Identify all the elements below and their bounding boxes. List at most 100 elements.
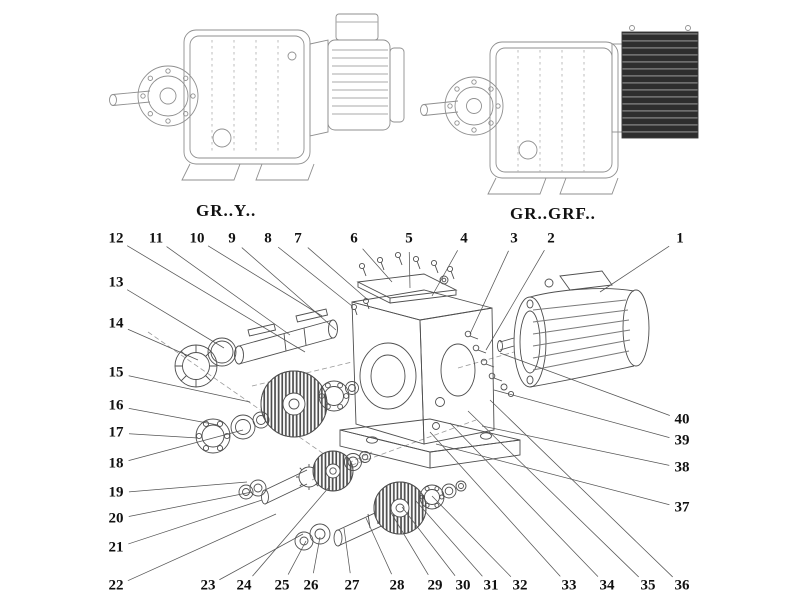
callout-5: 5 (404, 230, 414, 247)
leader-line-9 (241, 247, 337, 331)
callout-40: 40 (673, 411, 691, 428)
callout-24: 24 (235, 577, 253, 594)
terminal-box (559, 270, 613, 291)
leader-line-31 (415, 500, 483, 577)
callout-3: 3 (509, 230, 519, 247)
leader-line-24 (252, 485, 331, 577)
leader-line-25 (287, 540, 307, 575)
pinion-shaft-assembly (238, 450, 371, 505)
callout-26: 26 (302, 577, 320, 594)
callout-31: 31 (482, 577, 500, 594)
output-shaft-assembly (174, 308, 338, 388)
leader-line-28 (365, 517, 392, 575)
machine-gr-y (109, 13, 405, 181)
gear-bearing (318, 380, 359, 412)
leader-line-4 (431, 250, 458, 297)
intermediate-shaft-assembly (294, 480, 467, 551)
machine-gr-grf (420, 25, 699, 195)
motor-flange (513, 296, 547, 388)
callout-35: 35 (639, 577, 657, 594)
flange-bolts (464, 330, 515, 398)
callout-1: 1 (675, 230, 685, 247)
variant-title-right: GR..GRF.. (510, 204, 596, 223)
top-cover (356, 273, 458, 304)
callout-7: 7 (293, 230, 303, 247)
callout-25: 25 (273, 577, 291, 594)
leader-line-21 (128, 499, 263, 545)
leader-line-27 (343, 527, 351, 574)
leader-line-7 (307, 247, 369, 301)
leader-line-29 (389, 510, 429, 576)
callout-8: 8 (263, 230, 273, 247)
leader-line-40 (499, 352, 670, 416)
callout-21: 21 (107, 539, 125, 556)
callout-38: 38 (673, 459, 691, 476)
callout-2: 2 (546, 230, 556, 247)
leader-line-38 (481, 425, 670, 466)
bolt-circle-left (140, 68, 196, 124)
callout-13: 13 (107, 274, 125, 291)
callout-37: 37 (673, 499, 691, 516)
callout-30: 30 (454, 577, 472, 594)
leader-line-22 (127, 513, 277, 582)
finned-cover-block (621, 31, 699, 139)
leader-line-35 (467, 410, 639, 578)
callout-39: 39 (673, 432, 691, 449)
callout-22: 22 (107, 577, 125, 594)
callout-4: 4 (459, 230, 469, 247)
leader-line-5 (408, 251, 411, 289)
motor-assembly (464, 270, 650, 398)
leader-line-13 (126, 289, 225, 349)
leader-line-19 (128, 481, 248, 493)
callout-23: 23 (199, 577, 217, 594)
leader-line-20 (128, 491, 253, 517)
leader-line-2 (485, 250, 545, 351)
callout-32: 32 (511, 577, 529, 594)
gear-housing (339, 289, 521, 469)
callout-14: 14 (107, 315, 125, 332)
callout-16: 16 (107, 397, 125, 414)
callout-17: 17 (107, 424, 125, 441)
cover-bolts (358, 251, 455, 280)
exploded-view (147, 251, 650, 551)
leader-line-23 (219, 533, 304, 581)
callout-9: 9 (227, 230, 237, 247)
left-bearings (195, 411, 270, 454)
callout-10: 10 (188, 230, 206, 247)
leader-lines (126, 245, 673, 582)
leader-line-18 (128, 429, 244, 462)
callout-19: 19 (107, 484, 125, 501)
callout-27: 27 (343, 577, 361, 594)
leader-line-39 (493, 389, 670, 438)
leader-line-6 (362, 248, 393, 283)
variant-title-left: GR..Y.. (196, 201, 257, 220)
lifting-eye (544, 278, 554, 288)
callout-34: 34 (598, 577, 616, 594)
callout-11: 11 (147, 230, 165, 247)
bolt-circle-right (447, 79, 501, 133)
shaft-key-2 (295, 308, 329, 323)
oil-seal (174, 344, 218, 388)
callout-6: 6 (349, 230, 359, 247)
leader-line-3 (469, 250, 509, 335)
callout-20: 20 (107, 510, 125, 527)
leader-line-1 (599, 245, 670, 293)
leader-line-26 (312, 536, 321, 574)
leader-line-8 (277, 246, 353, 307)
vent-plug (439, 275, 449, 285)
leader-line-14 (127, 328, 199, 361)
callout-18: 18 (107, 455, 125, 472)
leader-line-16 (128, 408, 219, 426)
callout-15: 15 (107, 364, 125, 381)
leader-line-15 (128, 375, 251, 403)
leader-line-10 (207, 245, 323, 317)
leader-line-11 (166, 246, 291, 336)
callout-29: 29 (426, 577, 444, 594)
callout-33: 33 (560, 577, 578, 594)
leader-line-12 (126, 245, 306, 353)
leader-line-36 (489, 399, 673, 578)
retaining-ring (207, 337, 237, 367)
leader-line-34 (449, 422, 599, 577)
